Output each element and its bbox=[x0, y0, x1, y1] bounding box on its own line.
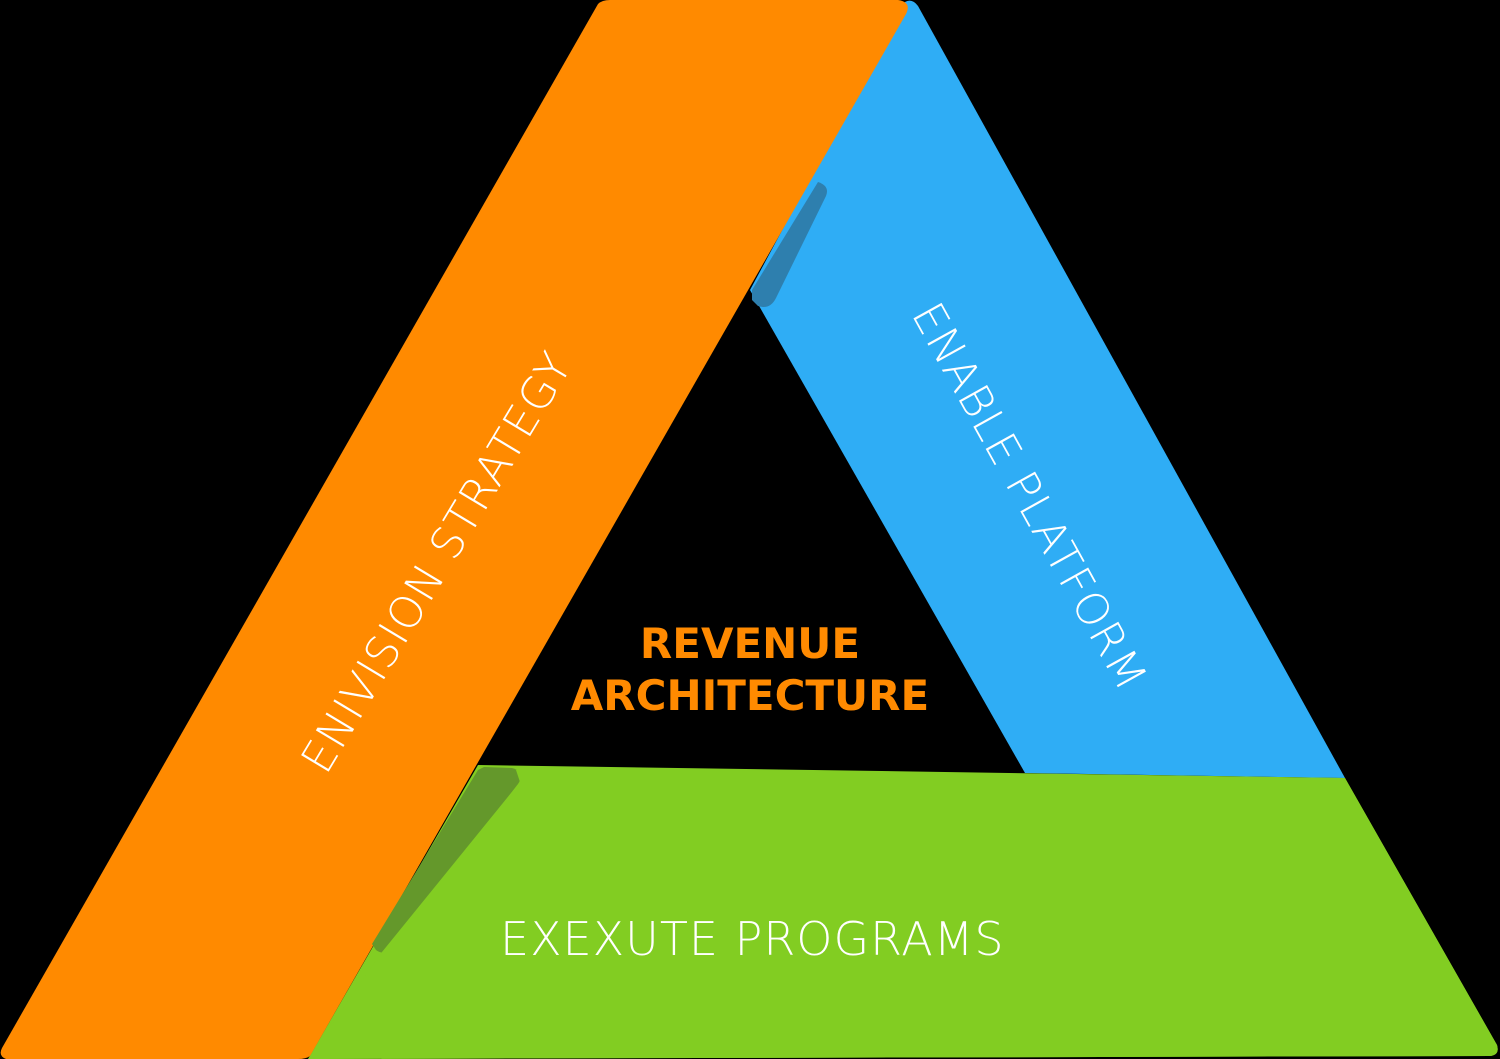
fold-shadow-green bbox=[372, 767, 521, 953]
band-execute-overlap bbox=[308, 770, 1498, 1059]
band-enable-platform bbox=[750, 0, 1345, 778]
label-execute-programs: EXEXUTE PROGRAMS bbox=[500, 912, 1005, 966]
fold-shadow-blue bbox=[752, 182, 827, 307]
band-envision-strategy bbox=[0, 0, 908, 1059]
center-title-line1: REVENUE bbox=[639, 619, 861, 668]
center-title-line2: ARCHITECTURE bbox=[570, 671, 930, 720]
center-title: REVENUE ARCHITECTURE bbox=[500, 618, 1000, 722]
